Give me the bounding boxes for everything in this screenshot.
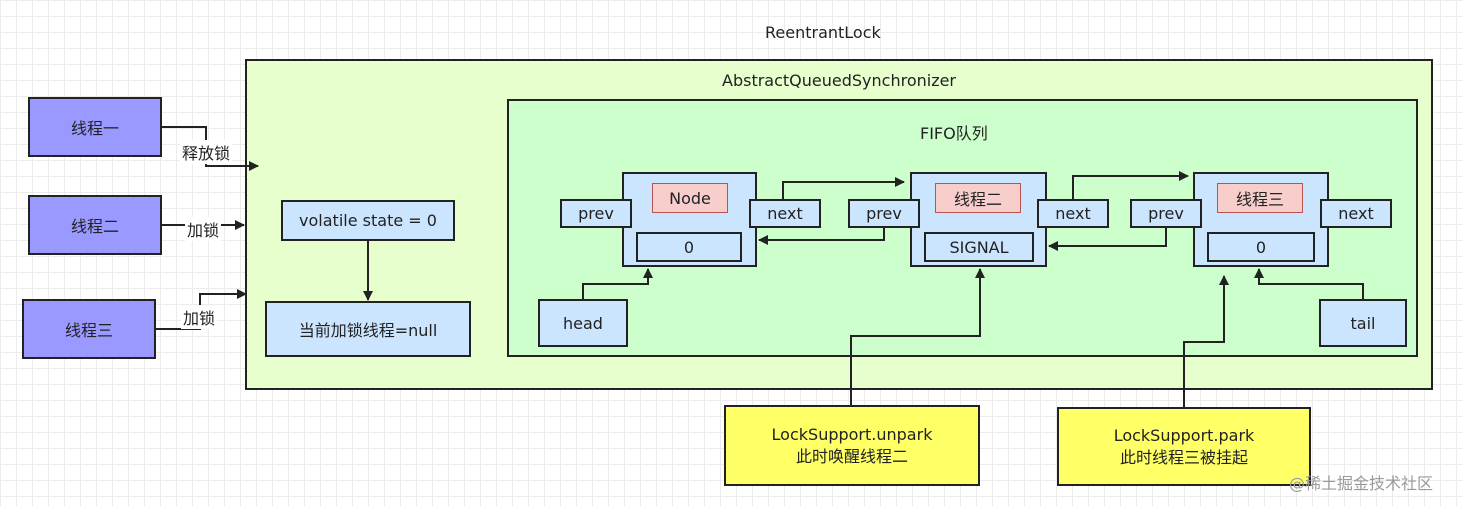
node-3-title: 线程三: [1217, 183, 1303, 213]
unpark-line2: 此时唤醒线程二: [795, 446, 908, 466]
thread-three-lock-label: 加锁: [181, 305, 218, 329]
node-1-prev: prev: [560, 199, 632, 228]
head-pointer: head: [538, 299, 628, 347]
node-3-prev: prev: [1130, 199, 1202, 228]
node-2-value: SIGNAL: [924, 232, 1034, 262]
node-2-title: 线程二: [935, 183, 1021, 213]
thread-three-box: 线程三: [22, 299, 156, 359]
node-3-next: next: [1320, 199, 1392, 228]
reentrantlock-title: ReentrantLock: [765, 23, 881, 42]
release-lock-label: 释放锁: [180, 140, 233, 164]
unpark-note: LockSupport.unpark 此时唤醒线程二: [724, 405, 980, 486]
thread-two-lock-label: 加锁: [185, 217, 222, 241]
node-1-value: 0: [636, 232, 742, 262]
fifo-queue-title: FIFO队列: [920, 124, 988, 143]
watermark: @稀土掘金技术社区: [1289, 474, 1434, 493]
current-thread-box: 当前加锁线程=null: [265, 301, 471, 357]
node-1-title: Node: [652, 183, 728, 213]
node-1-next: next: [749, 199, 821, 228]
node-2-next: next: [1037, 199, 1109, 228]
park-line1: LockSupport.park: [1113, 425, 1255, 445]
thread-two-box: 线程二: [28, 195, 162, 255]
park-note: LockSupport.park 此时线程三被挂起: [1057, 407, 1311, 486]
park-line2: 此时线程三被挂起: [1119, 447, 1248, 467]
aqs-title: AbstractQueuedSynchronizer: [722, 71, 957, 90]
unpark-line1: LockSupport.unpark: [771, 424, 933, 444]
state-box: volatile state = 0: [281, 200, 455, 241]
node-2-prev: prev: [848, 199, 920, 228]
thread-one-box: 线程一: [28, 97, 162, 157]
node-3-value: 0: [1207, 232, 1315, 262]
tail-pointer: tail: [1319, 299, 1407, 347]
